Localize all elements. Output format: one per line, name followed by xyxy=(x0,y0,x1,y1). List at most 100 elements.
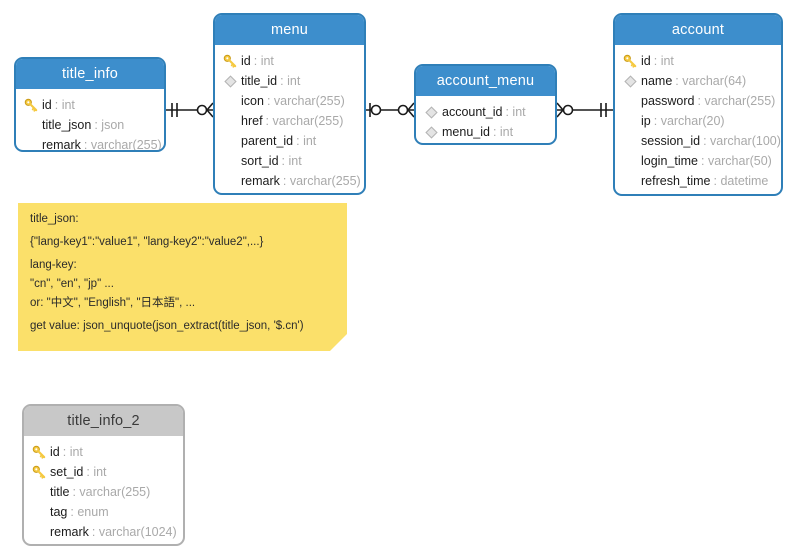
key-icon xyxy=(222,53,239,70)
table-fields-title_info_2: id: int set_id: int title: varchar(255) … xyxy=(24,436,183,544)
field-row[interactable]: remark: varchar(255) xyxy=(16,135,164,152)
field-row[interactable]: title: varchar(255) xyxy=(24,482,183,502)
field-type: : datetime xyxy=(713,174,769,188)
field-type: : varchar(255) xyxy=(282,174,361,188)
field-name: remark xyxy=(241,174,280,188)
field-type: : int xyxy=(253,54,274,68)
field-name: refresh_time xyxy=(641,174,711,188)
key-icon xyxy=(23,97,40,114)
field-type: : enum xyxy=(70,505,109,519)
field-type: : varchar(100) xyxy=(703,134,781,148)
field-row[interactable]: parent_id: int xyxy=(215,131,364,151)
key-icon xyxy=(31,444,48,461)
spacer-icon xyxy=(222,153,239,170)
field-row[interactable]: tag: enum xyxy=(24,502,183,522)
field-name: session_id xyxy=(641,134,701,148)
field-row[interactable]: set_id: int xyxy=(24,462,183,482)
table-fields-menu: id: int title_id: int icon: varchar(255)… xyxy=(215,45,364,193)
field-name: title xyxy=(50,485,70,499)
spacer-icon xyxy=(222,113,239,130)
field-row[interactable]: id: int xyxy=(615,51,781,71)
field-type: : int xyxy=(62,445,83,459)
field-row[interactable]: icon: varchar(255) xyxy=(215,91,364,111)
table-fields-title_info: id: int title_json: json remark: varchar… xyxy=(16,89,164,152)
field-row[interactable]: id: int xyxy=(16,95,164,115)
spacer-icon xyxy=(23,117,40,134)
field-type: : varchar(255) xyxy=(697,94,776,108)
field-row[interactable]: ip: varchar(20) xyxy=(615,111,781,131)
field-row[interactable]: session_id: varchar(100) xyxy=(615,131,781,151)
table-title-title_info: title_info xyxy=(16,59,164,89)
field-row[interactable]: remark: varchar(255) xyxy=(215,171,364,191)
field-name: set_id xyxy=(50,465,84,479)
field-row[interactable]: password: varchar(255) xyxy=(615,91,781,111)
spacer-icon xyxy=(622,133,639,150)
note-line: "cn", "en", "jp" ... xyxy=(30,278,114,291)
spacer-icon xyxy=(622,113,639,130)
table-title-menu: menu xyxy=(215,15,364,45)
field-name: ip xyxy=(641,114,651,128)
spacer-icon xyxy=(222,133,239,150)
table-title-title_info_2: title_info_2 xyxy=(24,406,183,436)
note-line: lang-key: xyxy=(30,259,77,272)
diamond-icon xyxy=(622,73,639,90)
field-row[interactable]: login_time: varchar(50) xyxy=(615,151,781,171)
field-row[interactable]: refresh_time: datetime xyxy=(615,171,781,191)
spacer-icon xyxy=(31,504,48,521)
table-title-account_menu: account_menu xyxy=(416,66,555,96)
table-menu[interactable]: menu id: int title_id: int icon: varchar… xyxy=(213,13,366,195)
field-type: : int xyxy=(86,465,107,479)
field-row[interactable]: name: varchar(64) xyxy=(615,71,781,91)
diamond-icon xyxy=(222,73,239,90)
table-account[interactable]: account id: int name: varchar(64) passwo… xyxy=(613,13,783,196)
note-fold-corner xyxy=(330,334,347,351)
field-name: title_id xyxy=(241,74,278,88)
spacer-icon xyxy=(622,173,639,190)
sticky-note-title_json[interactable]: title_json: {"lang-key1":"value1", "lang… xyxy=(18,203,347,351)
table-title_info_2[interactable]: title_info_2 id: int set_id: int title: … xyxy=(22,404,185,546)
field-name: sort_id xyxy=(241,154,279,168)
field-row[interactable]: title_id: int xyxy=(215,71,364,91)
field-row[interactable]: account_id: int xyxy=(416,102,555,122)
field-type: : int xyxy=(653,54,674,68)
field-type: : int xyxy=(505,105,526,119)
relationship-title_info-menu xyxy=(166,102,214,118)
field-name: parent_id xyxy=(241,134,294,148)
note-line: {"lang-key1":"value1", "lang-key2":"valu… xyxy=(30,236,264,249)
field-row[interactable]: title_json: json xyxy=(16,115,164,135)
field-row[interactable]: id: int xyxy=(24,442,183,462)
field-type: : int xyxy=(280,74,301,88)
field-row[interactable]: sort_id: int xyxy=(215,151,364,171)
note-line: or: "中文", "English", "日本語", ... xyxy=(30,297,196,310)
diamond-icon xyxy=(423,124,440,141)
field-name: name xyxy=(641,74,673,88)
diamond-icon xyxy=(423,104,440,121)
field-name: password xyxy=(641,94,695,108)
spacer-icon xyxy=(222,173,239,190)
field-name: id xyxy=(50,445,60,459)
spacer-icon xyxy=(622,93,639,110)
field-row[interactable]: href: varchar(255) xyxy=(215,111,364,131)
field-name: id xyxy=(241,54,251,68)
field-type: : varchar(64) xyxy=(675,74,747,88)
spacer-icon xyxy=(31,484,48,501)
field-type: : varchar(255) xyxy=(83,138,162,152)
field-type: : int xyxy=(54,98,75,112)
field-type: : varchar(255) xyxy=(72,485,151,499)
field-row[interactable]: remark: varchar(1024) xyxy=(24,522,183,542)
spacer-icon xyxy=(23,137,40,151)
field-type: : varchar(255) xyxy=(265,114,344,128)
field-name: tag xyxy=(50,505,68,519)
field-type: : int xyxy=(492,125,514,139)
key-icon xyxy=(31,464,48,481)
table-account_menu[interactable]: account_menu account_id: int menu_id: in… xyxy=(414,64,557,145)
field-name: account_id xyxy=(442,105,503,119)
field-name: href xyxy=(241,114,263,128)
table-fields-account_menu: account_id: int menu_id: int xyxy=(416,96,555,143)
table-title_info[interactable]: title_info id: int title_json: json rema… xyxy=(14,57,166,152)
field-type: : json xyxy=(94,118,125,132)
relationship-account_menu-account xyxy=(556,102,613,118)
field-row[interactable]: id: int xyxy=(215,51,364,71)
field-row[interactable]: menu_id: int xyxy=(416,122,555,142)
